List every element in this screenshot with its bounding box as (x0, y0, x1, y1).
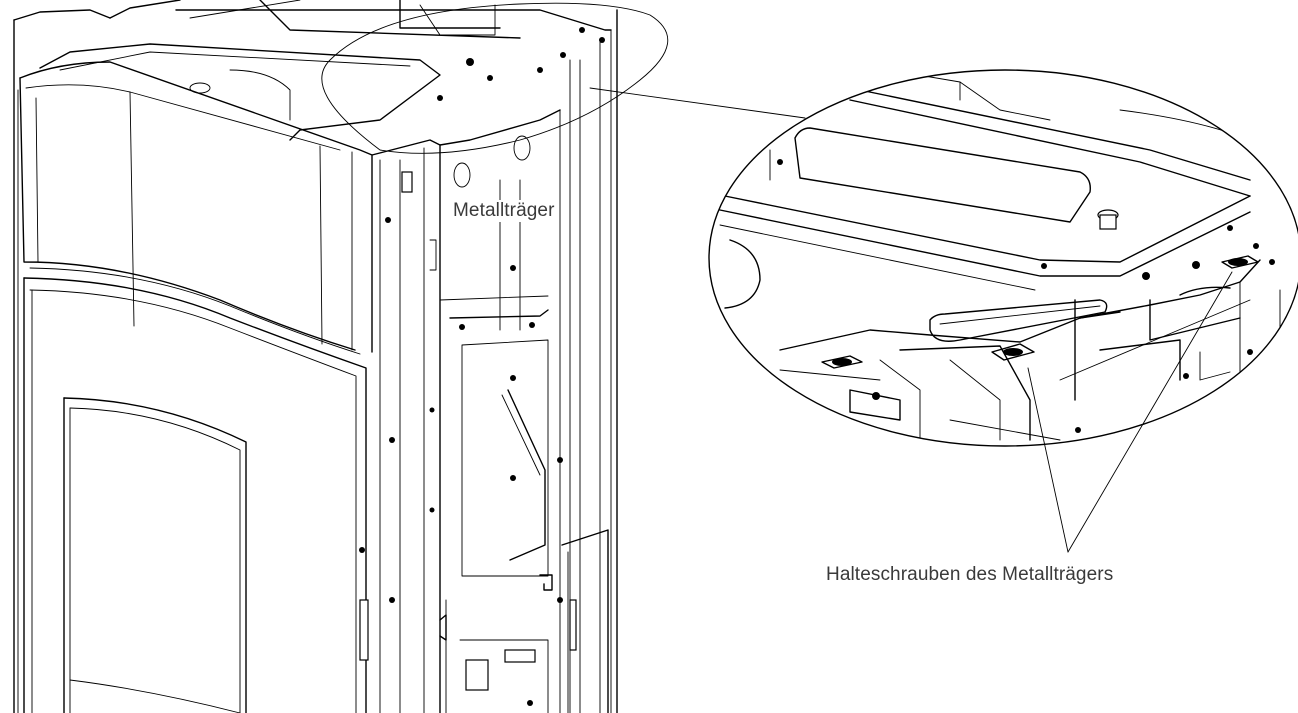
detail-ellipse-small (321, 2, 669, 154)
leader-line (589, 87, 806, 119)
magnified-detail (708, 69, 1298, 447)
retaining-screw-far-left (821, 355, 863, 369)
stove-body (13, 0, 618, 713)
label-retaining-screws: Halteschrauben des Metallträgers (826, 564, 1114, 585)
label-metal-carrier: Metallträger (452, 200, 556, 222)
screw-leader-left (1027, 367, 1069, 553)
retaining-screw-right (1221, 255, 1259, 269)
retaining-screw-left (991, 343, 1035, 361)
detail-ellipse-large (708, 69, 1298, 447)
screw-leader-right (1067, 271, 1233, 553)
